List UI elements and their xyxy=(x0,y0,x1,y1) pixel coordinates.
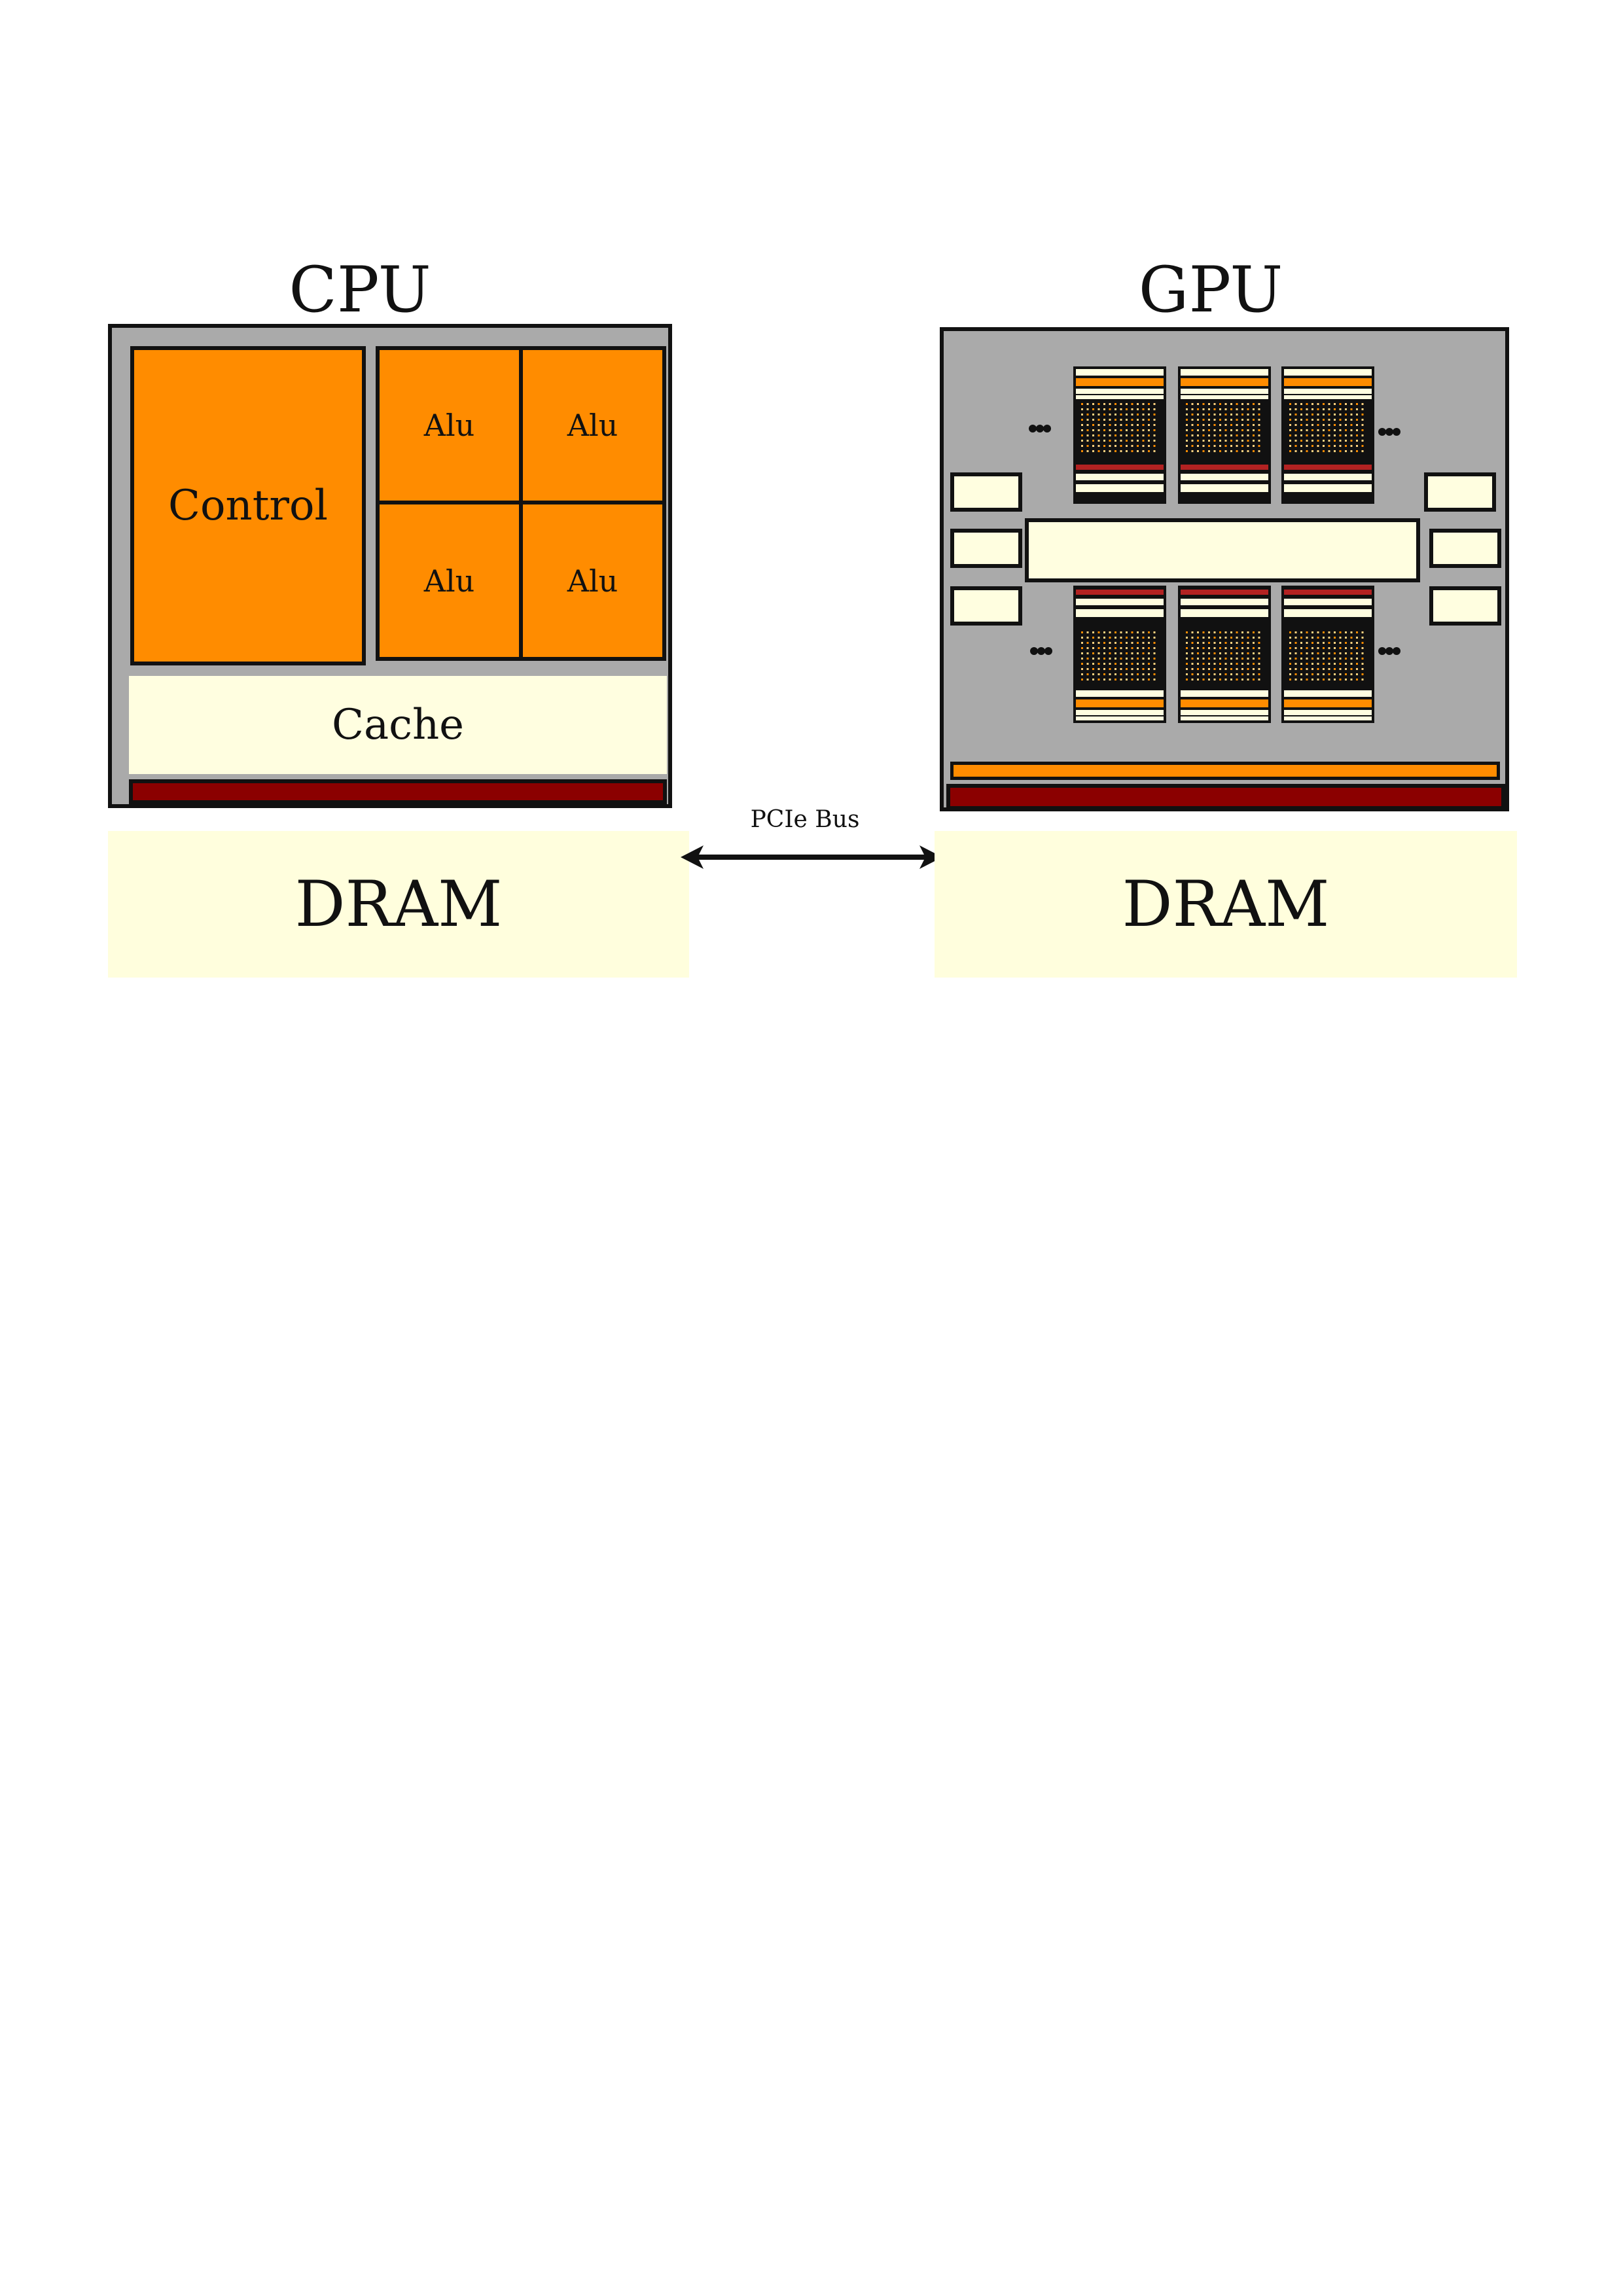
cpu-alu-label: Alu xyxy=(567,563,618,599)
gpu-side-block xyxy=(1429,529,1501,568)
gpu-interconnect-bar xyxy=(950,762,1500,780)
cpu-alu: Alu xyxy=(376,346,523,504)
cpu-alu: Alu xyxy=(519,346,666,504)
gpu-side-block xyxy=(1424,472,1496,512)
cpu-dram: DRAM xyxy=(108,831,689,978)
gpu-side-block xyxy=(950,472,1022,512)
gpu-side-block xyxy=(950,529,1022,568)
cpu-alu: Alu xyxy=(519,501,666,661)
gpu-memory-controller-bar xyxy=(946,784,1505,810)
cpu-dram-label: DRAM xyxy=(294,868,503,941)
gpu-l2-cache xyxy=(1025,518,1420,582)
cpu-alu-label: Alu xyxy=(567,408,618,443)
cpu-chip: Control Alu Alu Alu Alu Cache xyxy=(108,324,672,808)
gpu-chip xyxy=(940,327,1509,811)
cpu-control-label: Control xyxy=(168,482,329,530)
cpu-alu-label: Alu xyxy=(423,408,475,443)
gpu-dram-label: DRAM xyxy=(1122,868,1330,941)
pcie-bus-label: PCIe Bus xyxy=(750,806,860,833)
cpu-alu-label: Alu xyxy=(423,563,475,599)
cpu-alu: Alu xyxy=(376,501,523,661)
cpu-cache: Cache xyxy=(129,676,667,774)
gpu-side-block xyxy=(950,586,1022,626)
cpu-control-unit: Control xyxy=(130,346,366,665)
gpu-title: GPU xyxy=(1138,253,1283,327)
cpu-cache-label: Cache xyxy=(331,701,465,749)
cpu-title: CPU xyxy=(289,253,431,327)
cpu-memory-controller-bar xyxy=(129,779,667,804)
gpu-dram: DRAM xyxy=(935,831,1517,978)
gpu-side-block xyxy=(1429,586,1501,626)
